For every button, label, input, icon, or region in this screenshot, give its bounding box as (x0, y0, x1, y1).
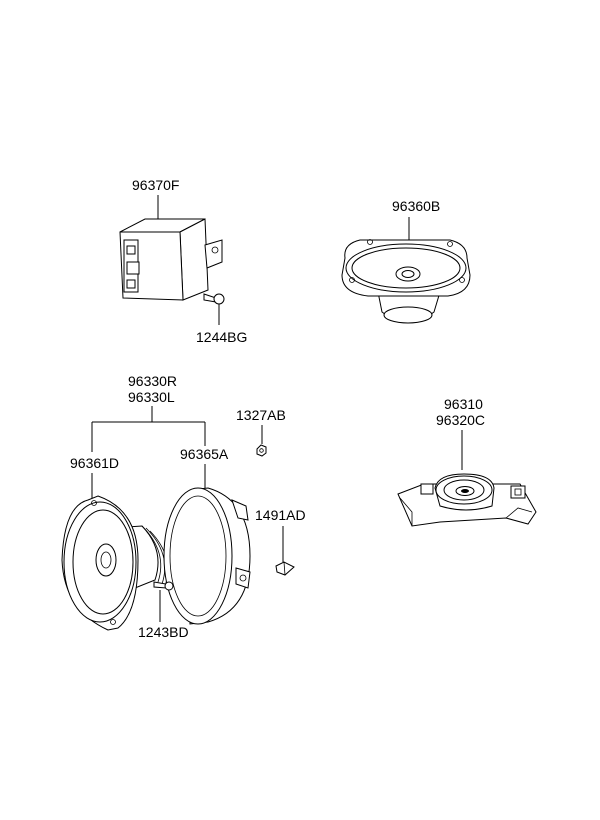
label-rear-speaker: 96360B (392, 198, 440, 214)
label-speaker-unit: 96361D (70, 455, 119, 471)
clip (275, 561, 295, 576)
amplifier-box (119, 218, 223, 301)
front-speaker-screw (153, 581, 174, 591)
label-front-speaker-r: 96330R (128, 373, 177, 389)
label-tweeter: 96310 (444, 396, 483, 412)
label-speaker-cover: 96365A (180, 446, 229, 462)
label-tweeter-c: 96320C (436, 412, 485, 428)
bracket-front-speaker (91, 406, 206, 452)
label-amplifier: 96370F (132, 177, 179, 193)
label-amplifier-screw: 1244BG (196, 329, 247, 345)
label-clip: 1491AD (255, 507, 306, 523)
label-front-speaker-screw: 1243BD (138, 624, 189, 640)
hex-nut (256, 444, 267, 457)
amplifier-screw (203, 293, 225, 305)
label-nut: 1327AB (236, 407, 286, 423)
tweeter-assembly (397, 473, 537, 527)
speaker-cover-ring (163, 487, 251, 625)
label-front-speaker-l: 96330L (128, 389, 175, 405)
rear-oval-speaker (341, 239, 471, 324)
front-round-speaker (61, 495, 169, 631)
